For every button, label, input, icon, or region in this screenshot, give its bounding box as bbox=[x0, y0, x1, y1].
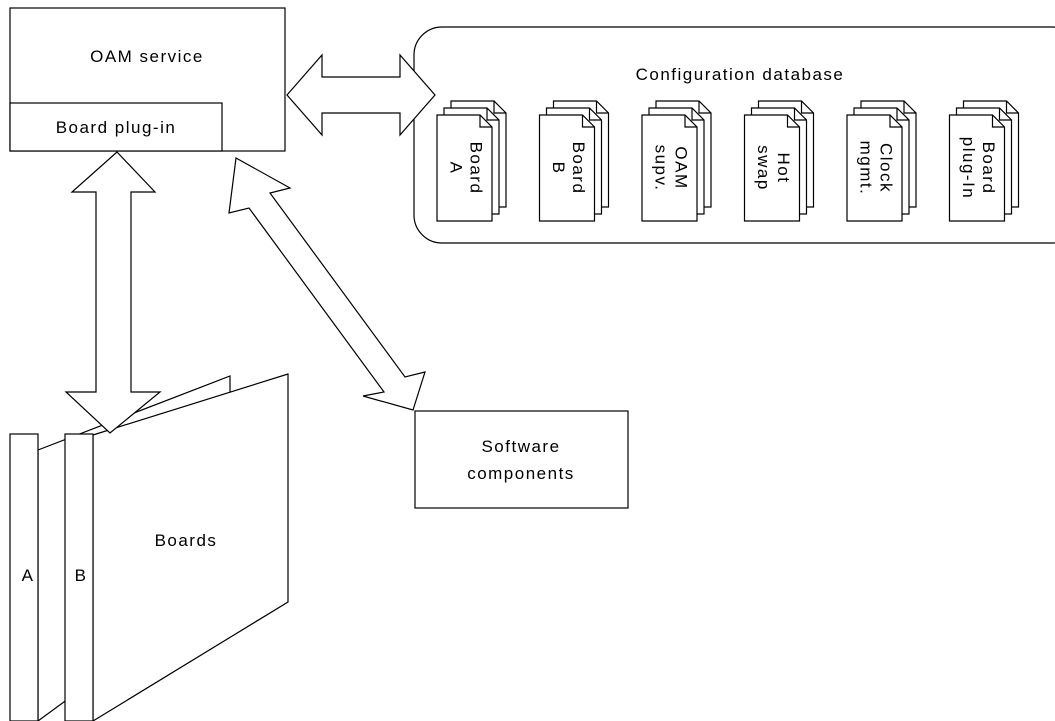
software-components-line1: Software bbox=[481, 437, 560, 456]
config-document-stack: BoardB bbox=[538, 100, 610, 222]
document-page bbox=[846, 114, 903, 222]
config-document-label: Clockmgmt. bbox=[857, 141, 896, 196]
boards-group: A B Boards bbox=[9, 373, 289, 721]
oam-config-double-arrow bbox=[286, 53, 436, 137]
software-components-line2: components bbox=[467, 464, 575, 483]
config-document-stack: Boardplug-In bbox=[948, 100, 1020, 222]
oam-software-double-arrow bbox=[228, 157, 426, 411]
software-components-frame bbox=[414, 410, 629, 509]
board-plugin-box bbox=[9, 102, 223, 152]
boards-label: Boards bbox=[155, 531, 218, 550]
configuration-database-title: Configuration database bbox=[636, 65, 845, 84]
config-document-label: BoardA bbox=[447, 142, 486, 195]
document-page bbox=[538, 114, 596, 222]
oam-service-title: OAM service bbox=[90, 47, 204, 66]
board-card-b bbox=[64, 433, 94, 721]
document-page bbox=[436, 114, 493, 222]
config-document-stack: Hotswap bbox=[743, 100, 815, 222]
board-card-a-label: A bbox=[22, 566, 35, 585]
software-components-box: Software components bbox=[414, 410, 629, 509]
document-page bbox=[948, 114, 1006, 222]
document-page bbox=[641, 114, 698, 222]
config-document-stack: Clockmgmt. bbox=[846, 100, 917, 222]
board-card-b-label: B bbox=[75, 566, 88, 585]
config-document-label: Hotswap bbox=[754, 145, 793, 191]
config-document-label: BoardB bbox=[549, 142, 588, 195]
document-stacks: BoardA BoardB OAMsupv. Hotswap Clockmgmt. Boa… bbox=[436, 100, 1020, 222]
configuration-database: Configuration database BoardA BoardB OAMsu… bbox=[413, 26, 1055, 244]
oam-boards-double-arrow bbox=[64, 151, 162, 434]
board-card-a bbox=[9, 433, 39, 721]
document-page bbox=[743, 114, 801, 222]
config-document-label: OAMsupv. bbox=[652, 145, 691, 192]
oam-service-box: OAM service Board plug-in bbox=[9, 7, 286, 152]
board-plugin-label: Board plug-in bbox=[56, 118, 177, 137]
config-document-label: Boardplug-In bbox=[959, 137, 998, 199]
config-document-stack: OAMsupv. bbox=[641, 100, 712, 222]
config-document-stack: BoardA bbox=[436, 100, 507, 222]
